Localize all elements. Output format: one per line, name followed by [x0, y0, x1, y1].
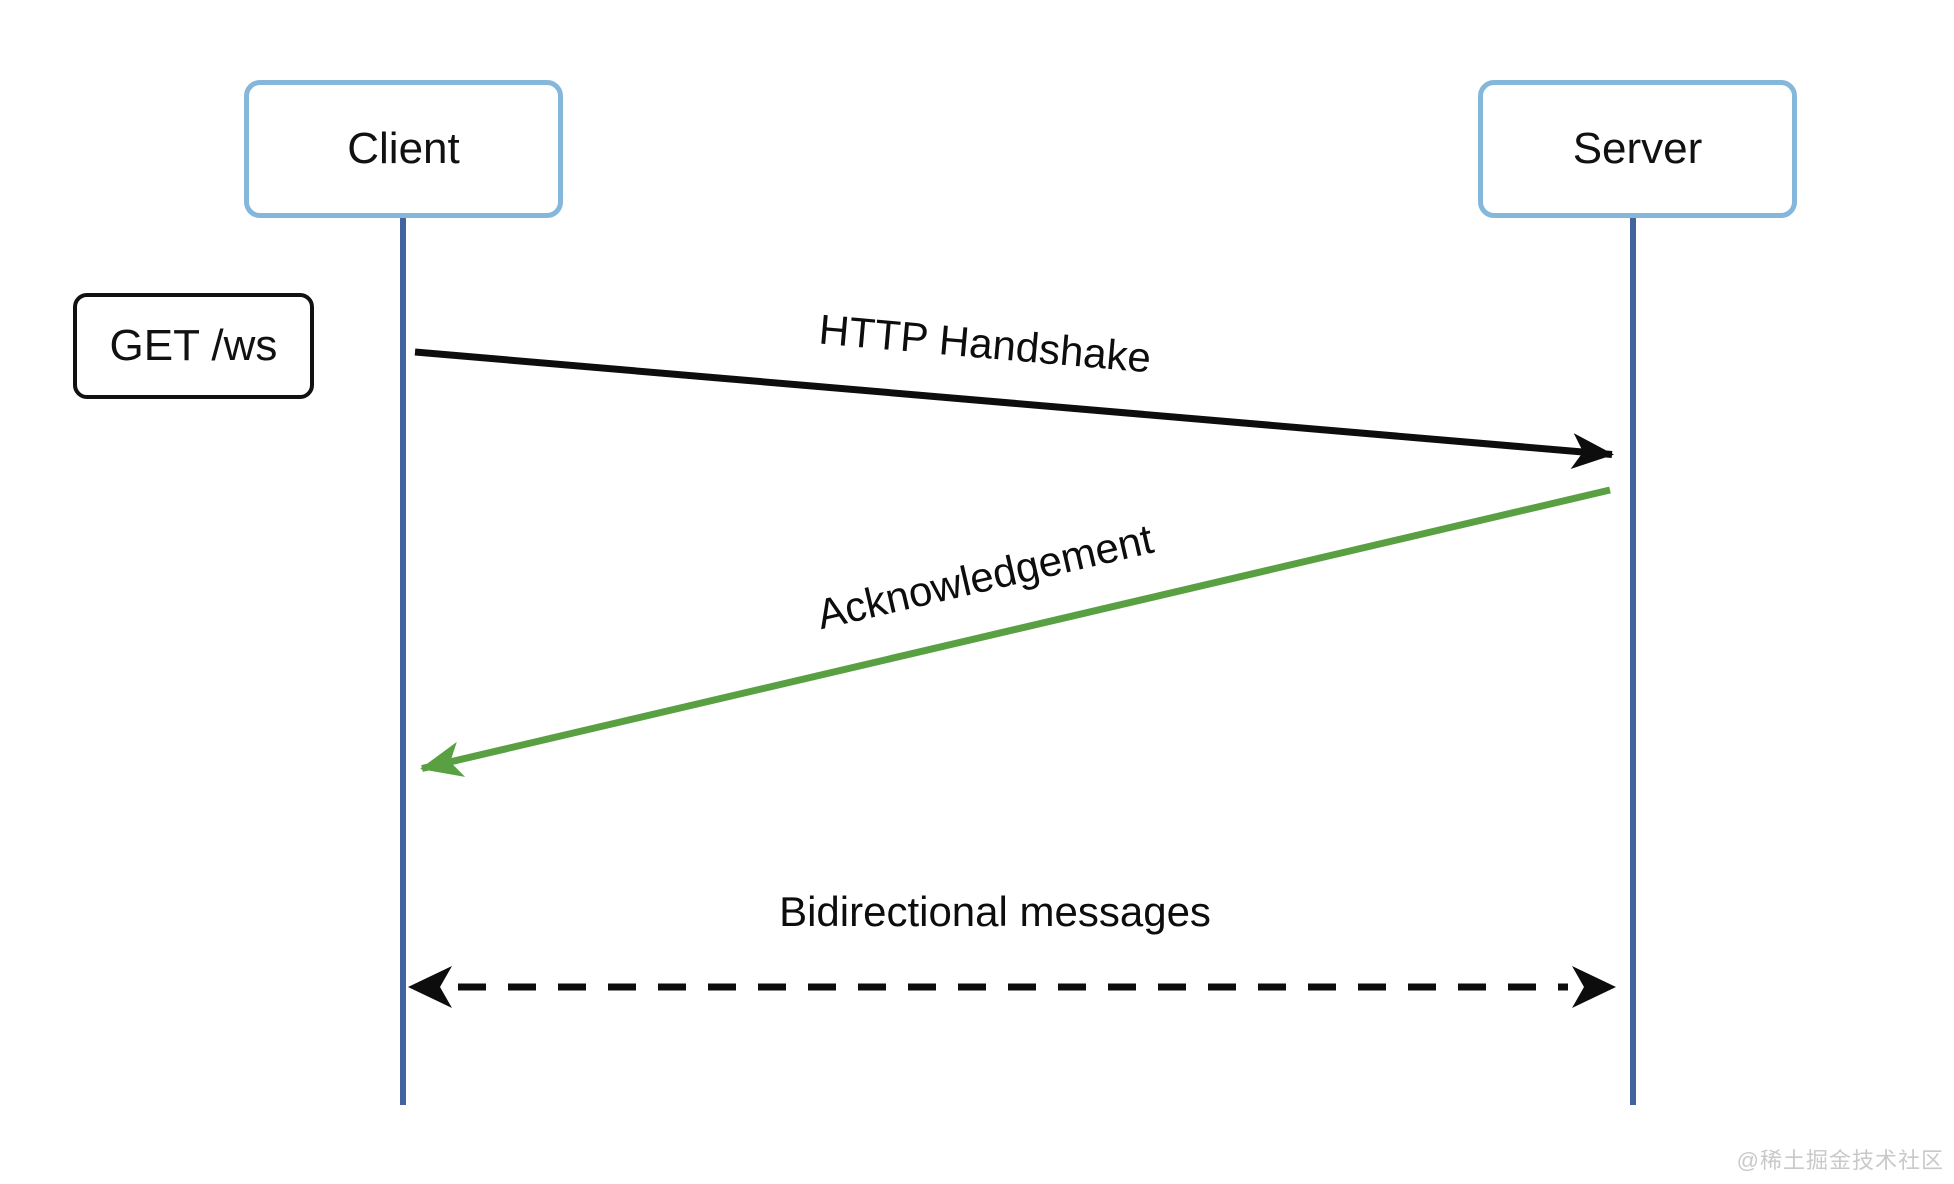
bidirectional-left-arrowhead-icon [408, 966, 452, 1008]
actor-server-box: Server [1478, 80, 1797, 218]
acknowledgement-arrow [420, 486, 1611, 777]
actor-server-label: Server [1572, 124, 1703, 173]
actor-client-label: Client [347, 124, 460, 173]
bidirectional-right-arrowhead-icon [1572, 966, 1616, 1008]
bidirectional-messages-label: Bidirectional messages [779, 888, 1211, 935]
actor-client-box: Client [244, 80, 563, 218]
watermark-text: @稀土掘金技术社区 [1736, 1148, 1944, 1173]
request-note-label: GET /ws [109, 321, 278, 370]
http-handshake-arrow [414, 348, 1614, 470]
request-note-box: GET /ws [73, 293, 314, 399]
